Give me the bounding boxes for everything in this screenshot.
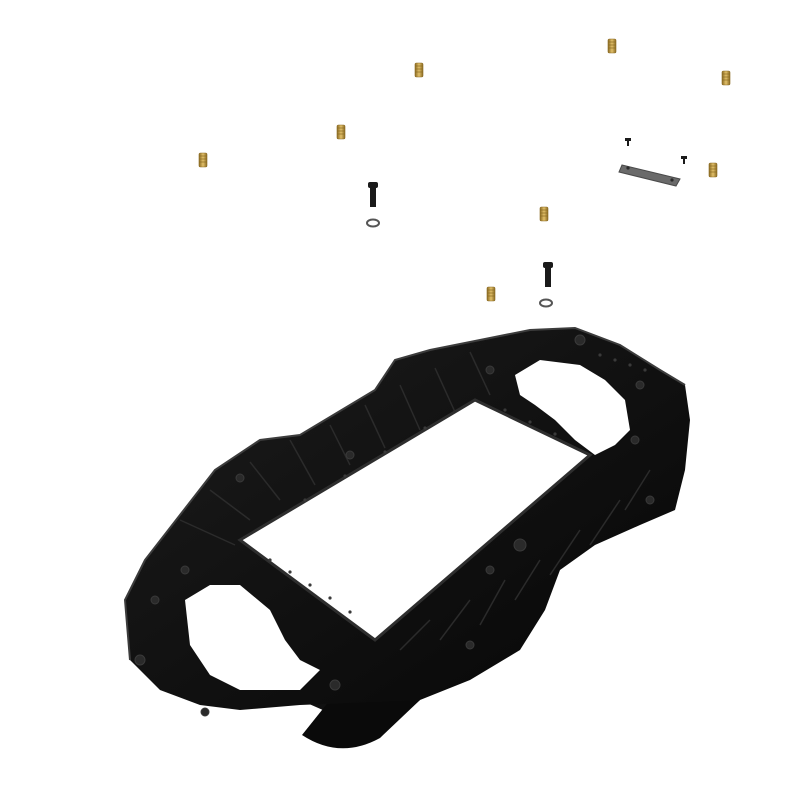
metal-bracket-plate: [618, 164, 681, 187]
frame-center-window-rim: [237, 398, 593, 642]
frame-edge-highlight: [123, 326, 686, 661]
brass-insert: [486, 286, 496, 302]
small-screw-1: [625, 138, 631, 146]
brass-insert: [198, 152, 208, 168]
brass-threaded-inserts: [198, 38, 731, 302]
black-chassis-frame: [123, 326, 690, 749]
brass-insert: [607, 38, 617, 54]
brass-insert: [414, 62, 424, 78]
frame-center-window: [240, 400, 590, 640]
frame-rim-dots: [268, 353, 647, 614]
washer-2: [539, 298, 553, 308]
washer-1: [366, 218, 380, 228]
frame-bosses: [134, 334, 655, 717]
screw-2: [543, 262, 553, 287]
frame-bottom-skirt-2: [302, 700, 420, 749]
small-screw-2: [681, 156, 687, 164]
brass-insert: [539, 206, 549, 222]
brass-insert: [721, 70, 731, 86]
brass-insert: [708, 162, 718, 178]
screw-1: [368, 182, 378, 207]
frame-ribs: [179, 351, 651, 651]
brass-insert: [336, 124, 346, 140]
